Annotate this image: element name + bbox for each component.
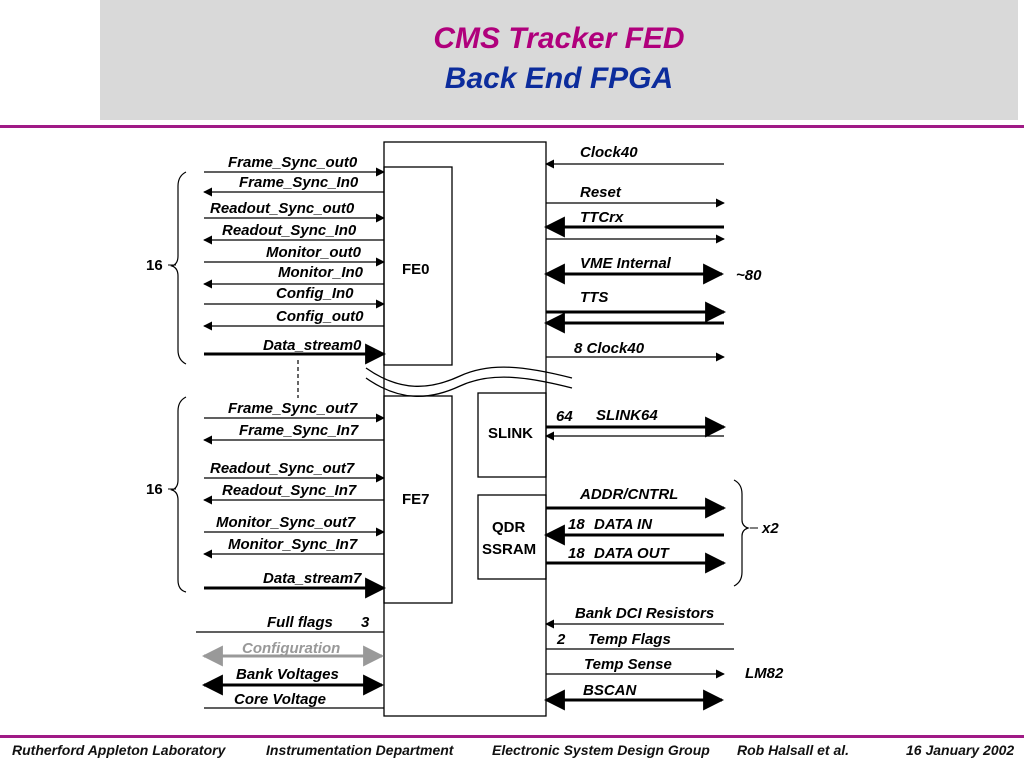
footer-author: Rob Halsall et al. (737, 742, 850, 758)
label-data-stream7: Data_stream7 (263, 570, 362, 587)
label-slink-width: 64 (556, 408, 573, 425)
label-temp-sense: Temp Sense (584, 656, 672, 673)
title-banner (100, 0, 1018, 120)
label-frame-sync-out0: Frame_Sync_out0 (228, 154, 358, 171)
break-marks (365, 366, 573, 397)
group-count-top: 16 (146, 257, 163, 274)
footer-date: 16 January 2002 (906, 742, 1015, 758)
label-monitor-sync-out7: Monitor_Sync_out7 (216, 514, 356, 531)
footer-group: Electronic System Design Group (492, 742, 710, 758)
slink-label: SLINK (488, 425, 533, 442)
label-data-out-width: 18 (568, 545, 585, 562)
label-data-stream0: Data_stream0 (263, 337, 362, 354)
label-ttcrx: TTCrx (580, 209, 624, 226)
label-readout-sync-in0: Readout_Sync_In0 (222, 222, 357, 239)
label-monitor-in0: Monitor_In0 (278, 264, 364, 281)
label-vme-internal: VME Internal (580, 255, 672, 272)
label-config-in0: Config_In0 (276, 285, 354, 302)
fe7-label: FE7 (402, 491, 430, 508)
label-monitor-out0: Monitor_out0 (266, 244, 362, 261)
brace-top (170, 171, 187, 365)
label-reset: Reset (580, 184, 622, 201)
brace-qdr (733, 479, 750, 587)
brace-bottom (170, 396, 187, 593)
label-approx80: ~80 (736, 267, 762, 284)
label-addr-cntrl: ADDR/CNTRL (579, 486, 678, 503)
label-slink64: SLINK64 (596, 407, 658, 424)
label-bank-dci: Bank DCI Resistors (575, 605, 714, 622)
label-x2: x2 (761, 520, 779, 537)
footer-lab: Rutherford Appleton Laboratory (12, 742, 226, 758)
label-bank-voltages: Bank Voltages (236, 666, 339, 683)
qdr-label: QDR (492, 519, 526, 536)
label-clock40: Clock40 (580, 144, 638, 161)
label-lm82: LM82 (745, 665, 784, 682)
label-bscan: BSCAN (583, 682, 638, 699)
page-subtitle: Back End FPGA (444, 62, 674, 95)
label-8-clock40: 8 Clock40 (574, 340, 645, 357)
label-tts: TTS (580, 289, 608, 306)
label-readout-sync-out0: Readout_Sync_out0 (210, 200, 355, 217)
label-frame-sync-in0: Frame_Sync_In0 (239, 174, 359, 191)
label-configuration: Configuration (242, 640, 340, 657)
group-count-bottom: 16 (146, 481, 163, 498)
label-readout-sync-in7: Readout_Sync_In7 (222, 482, 357, 499)
label-temp-flags: Temp Flags (588, 631, 671, 648)
footer-department: Instrumentation Department (266, 742, 454, 758)
top-divider (0, 125, 1024, 128)
bottom-divider (0, 735, 1024, 738)
label-data-in-width: 18 (568, 516, 585, 533)
label-core-voltage: Core Voltage (234, 691, 326, 708)
ssram-label: SSRAM (482, 541, 536, 558)
label-frame-sync-out7: Frame_Sync_out7 (228, 400, 358, 417)
label-full-flags-width: 3 (361, 614, 370, 631)
label-data-in: DATA IN (594, 516, 653, 533)
label-readout-sync-out7: Readout_Sync_out7 (210, 460, 355, 477)
fe0-label: FE0 (402, 261, 430, 278)
label-temp-flags-width: 2 (556, 631, 566, 648)
label-monitor-sync-in7: Monitor_Sync_In7 (228, 536, 358, 553)
page-title: CMS Tracker FED (433, 22, 685, 55)
qdr-ssram-block (477, 494, 547, 580)
label-data-out: DATA OUT (594, 545, 671, 562)
label-config-out0: Config_out0 (276, 308, 364, 325)
label-frame-sync-in7: Frame_Sync_In7 (239, 422, 359, 439)
label-full-flags: Full flags (267, 614, 333, 631)
